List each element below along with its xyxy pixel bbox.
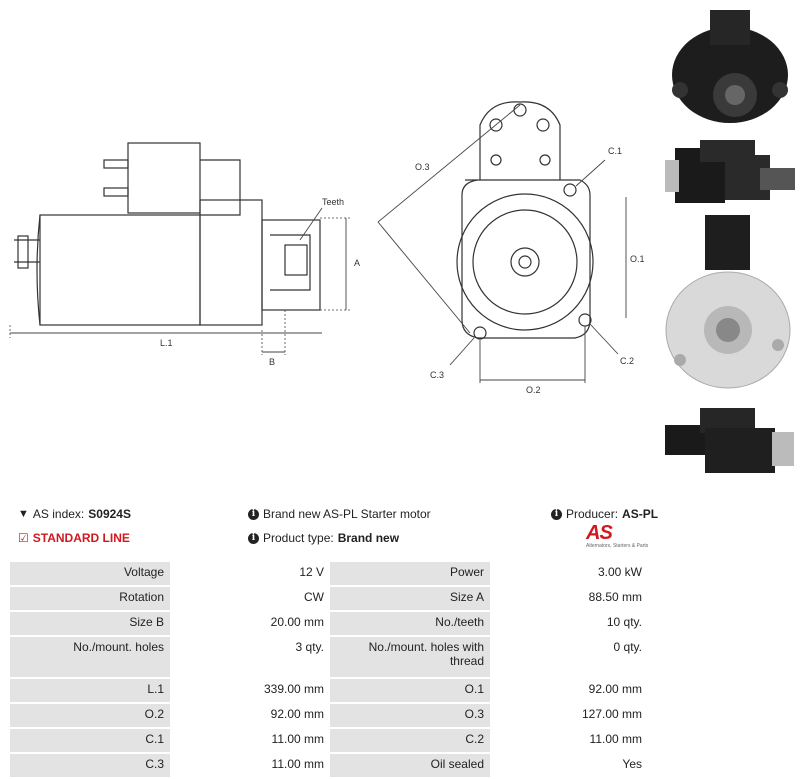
label-c1: C.1 xyxy=(608,146,622,156)
as-index-label: AS index: xyxy=(32,507,85,521)
starter-front-photo[interactable] xyxy=(672,10,788,123)
label-a: A xyxy=(354,258,360,268)
product-type-label: Product type: xyxy=(263,531,334,545)
label-teeth: Teeth xyxy=(322,197,344,207)
info-icon: i xyxy=(248,532,259,544)
as-pl-logo: AS Alternators, Starters & Parts xyxy=(586,522,650,552)
table-row: L.1 339.00 mm O.1 92.00 mm xyxy=(10,679,648,702)
logo-text: AS xyxy=(586,522,613,544)
front-view xyxy=(456,101,594,340)
producer-label: Producer: xyxy=(566,507,619,521)
label-o1: O.1 xyxy=(630,254,645,264)
as-index-value: S0924S xyxy=(88,507,131,521)
product-info: ▼ AS index: S0924S ☑ STANDARD LINE i Bra… xyxy=(0,498,800,558)
motor-body-outline xyxy=(39,214,201,326)
producer: i Producer: AS-PL xyxy=(551,507,658,521)
product-photos xyxy=(665,10,795,473)
info-icon: i xyxy=(248,508,259,520)
description: i Brand new AS-PL Starter motor xyxy=(248,507,431,521)
spec-table: Voltage 12 V Power 3.00 kW Rotation CW S… xyxy=(10,560,648,779)
technical-drawing: L.1 A B Teeth O.3 C.1 O.1 C.2 C.3 O.2 xyxy=(9,101,645,395)
description-text: Brand new AS-PL Starter motor xyxy=(263,507,431,521)
as-index: ▼ AS index: S0924S xyxy=(18,507,131,521)
standard-line-label: STANDARD LINE xyxy=(32,531,130,545)
tag-icon: ▼ xyxy=(18,508,29,520)
drive-housing-outline xyxy=(199,199,263,326)
product-type: i Product type: Brand new xyxy=(248,531,399,545)
table-row: Voltage 12 V Power 3.00 kW xyxy=(10,562,648,585)
standard-line: ☑ STANDARD LINE xyxy=(18,531,130,545)
starter-side-photo-2[interactable] xyxy=(665,408,794,473)
product-type-value: Brand new xyxy=(337,531,400,545)
table-row: Rotation CW Size A 88.50 mm xyxy=(10,587,648,610)
label-o2: O.2 xyxy=(526,385,541,395)
table-row: Size B 20.00 mm No./teeth 10 qty. xyxy=(10,612,648,635)
label-c2: C.2 xyxy=(620,356,634,366)
solenoid-bracket xyxy=(200,159,241,216)
starter-flange-photo[interactable] xyxy=(665,215,791,389)
label-b: B xyxy=(269,357,275,367)
label-o3: O.3 xyxy=(415,162,430,172)
label-l1: L.1 xyxy=(160,338,173,348)
table-row: No./mount. holes 3 qty. No./mount. holes… xyxy=(10,637,648,677)
checkbox-icon: ☑ xyxy=(18,531,29,545)
logo-subtitle: Alternators, Starters & Parts xyxy=(586,543,649,549)
producer-value: AS-PL xyxy=(622,507,659,521)
o3-dimension-line xyxy=(377,104,521,223)
solenoid-outline xyxy=(127,142,201,214)
table-row: C.1 11.00 mm C.2 11.00 mm xyxy=(10,729,648,752)
info-icon: i xyxy=(551,508,562,520)
starter-side-photo[interactable] xyxy=(665,140,795,203)
table-row: O.2 92.00 mm O.3 127.00 mm xyxy=(10,704,648,727)
label-c3: C.3 xyxy=(430,370,444,380)
pinion-area-outline xyxy=(261,219,321,311)
